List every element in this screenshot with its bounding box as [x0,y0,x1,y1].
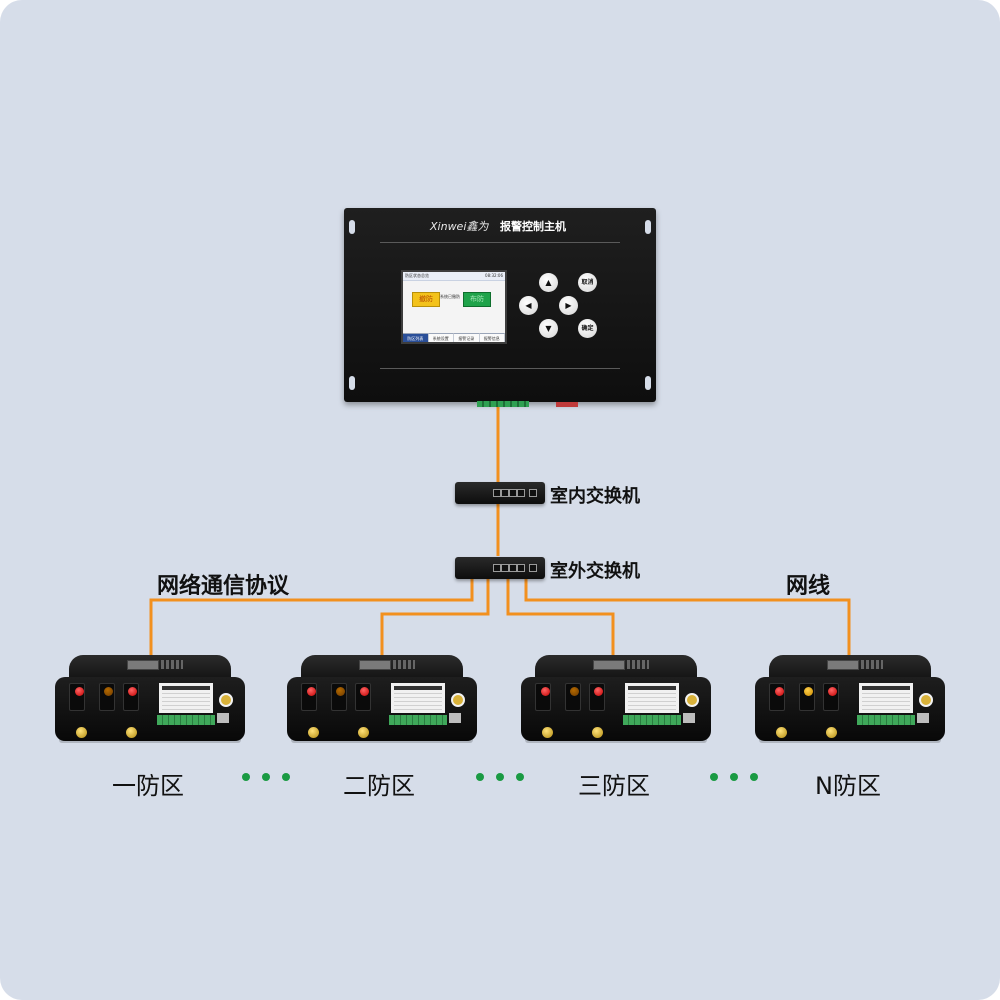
module-rj45-port [917,713,929,723]
module-nameplate [159,683,213,713]
mount-hole [349,220,355,234]
zone-label: 一防区 [112,772,184,800]
mount-hole [645,220,651,234]
wire-zone2 [380,579,490,668]
zone-label: N防区 [815,772,881,800]
left-key-icon: ◀ [519,296,538,315]
brand-logo: Xinwei鑫为 [430,220,489,233]
zone-module [55,655,245,745]
panel-divider [380,242,620,243]
alarm-control-host: Xinwei鑫为 报警控制主机 防区状态总览 08:32:06 撤防 系统已撤防… [344,208,656,402]
arm-status: 布防 [463,292,491,307]
screen-tabs: 防区列表 系统设置 报警记录 报警信息 [403,333,505,342]
panel-divider [380,368,620,369]
protocol-label: 网络通信协议 [157,574,290,599]
module-keypad [627,660,649,669]
screen-tab: 报警信息 [479,333,505,342]
module-led [570,687,579,696]
controller-screen: 防区状态总览 08:32:06 撤防 系统已撤防 布防 防区列表 系统设置 报警… [401,270,507,344]
disarm-status: 撤防 [412,292,440,307]
cancel-key: 取消 [578,273,597,292]
screen-tab: 报警记录 [454,333,480,342]
screen-tab: 防区列表 [403,333,429,342]
switch-port [493,489,501,497]
ellipsis-dots-icon [242,773,292,783]
screen-header-title: 防区状态总览 [405,273,429,278]
controller-terminal-block [477,401,529,407]
module-led [804,687,813,696]
screen-clock: 08:32:06 [485,273,503,278]
module-rj45-port [683,713,695,723]
up-key-icon: ▲ [539,273,558,292]
outdoor-switch-label: 室外交换机 [550,561,640,582]
module-led [541,687,550,696]
module-keypad [861,660,883,669]
module-nameplate [625,683,679,713]
switch-port [529,564,537,572]
switch-port [529,489,537,497]
screen-tab: 系统设置 [428,333,454,342]
wire-zone3 [506,579,615,668]
module-led [336,687,345,696]
module-led [775,687,784,696]
module-terminal [157,715,215,725]
module-terminal [389,715,447,725]
switch-port [501,489,509,497]
module-lcd [827,660,859,670]
mount-hole [645,376,651,390]
switch-port [517,489,525,497]
module-terminal [857,715,915,725]
module-rj45-port [449,713,461,723]
module-lcd [127,660,159,670]
zone-label: 三防区 [578,772,650,800]
module-nameplate [391,683,445,713]
module-keypad [161,660,183,669]
module-keypad [393,660,415,669]
switch-port [501,564,509,572]
switch-port [509,564,517,572]
cable-label: 网线 [786,574,831,599]
module-lcd [593,660,625,670]
module-nameplate [859,683,913,713]
right-key-icon: ▶ [559,296,578,315]
zone-label: 二防区 [343,772,415,800]
switch-port [517,564,525,572]
module-terminal [623,715,681,725]
module-led [128,687,137,696]
ellipsis-dots-icon [476,773,526,783]
switch-port [493,564,501,572]
module-led [307,687,316,696]
indoor-switch-label: 室内交换机 [550,486,640,507]
wire-zoneN [524,579,851,668]
confirm-key: 确定 [578,319,597,338]
zone-module [521,655,711,745]
indoor-switch [455,482,545,504]
module-led [360,687,369,696]
zone-module [755,655,945,745]
down-key-icon: ▼ [539,319,558,338]
module-rj45-port [217,713,229,723]
module-led [75,687,84,696]
ellipsis-dots-icon [710,773,760,783]
wire-zone1 [149,579,474,668]
screen-header: 防区状态总览 08:32:06 [403,272,505,281]
system-status-text: 系统已撤防 [440,294,460,299]
controller-connector [556,402,578,407]
zone-module [287,655,477,745]
module-lcd [359,660,391,670]
outdoor-switch [455,557,545,579]
module-led [104,687,113,696]
switch-port [509,489,517,497]
mount-hole [349,376,355,390]
module-led [828,687,837,696]
controller-title: 报警控制主机 [500,220,566,233]
module-led [594,687,603,696]
